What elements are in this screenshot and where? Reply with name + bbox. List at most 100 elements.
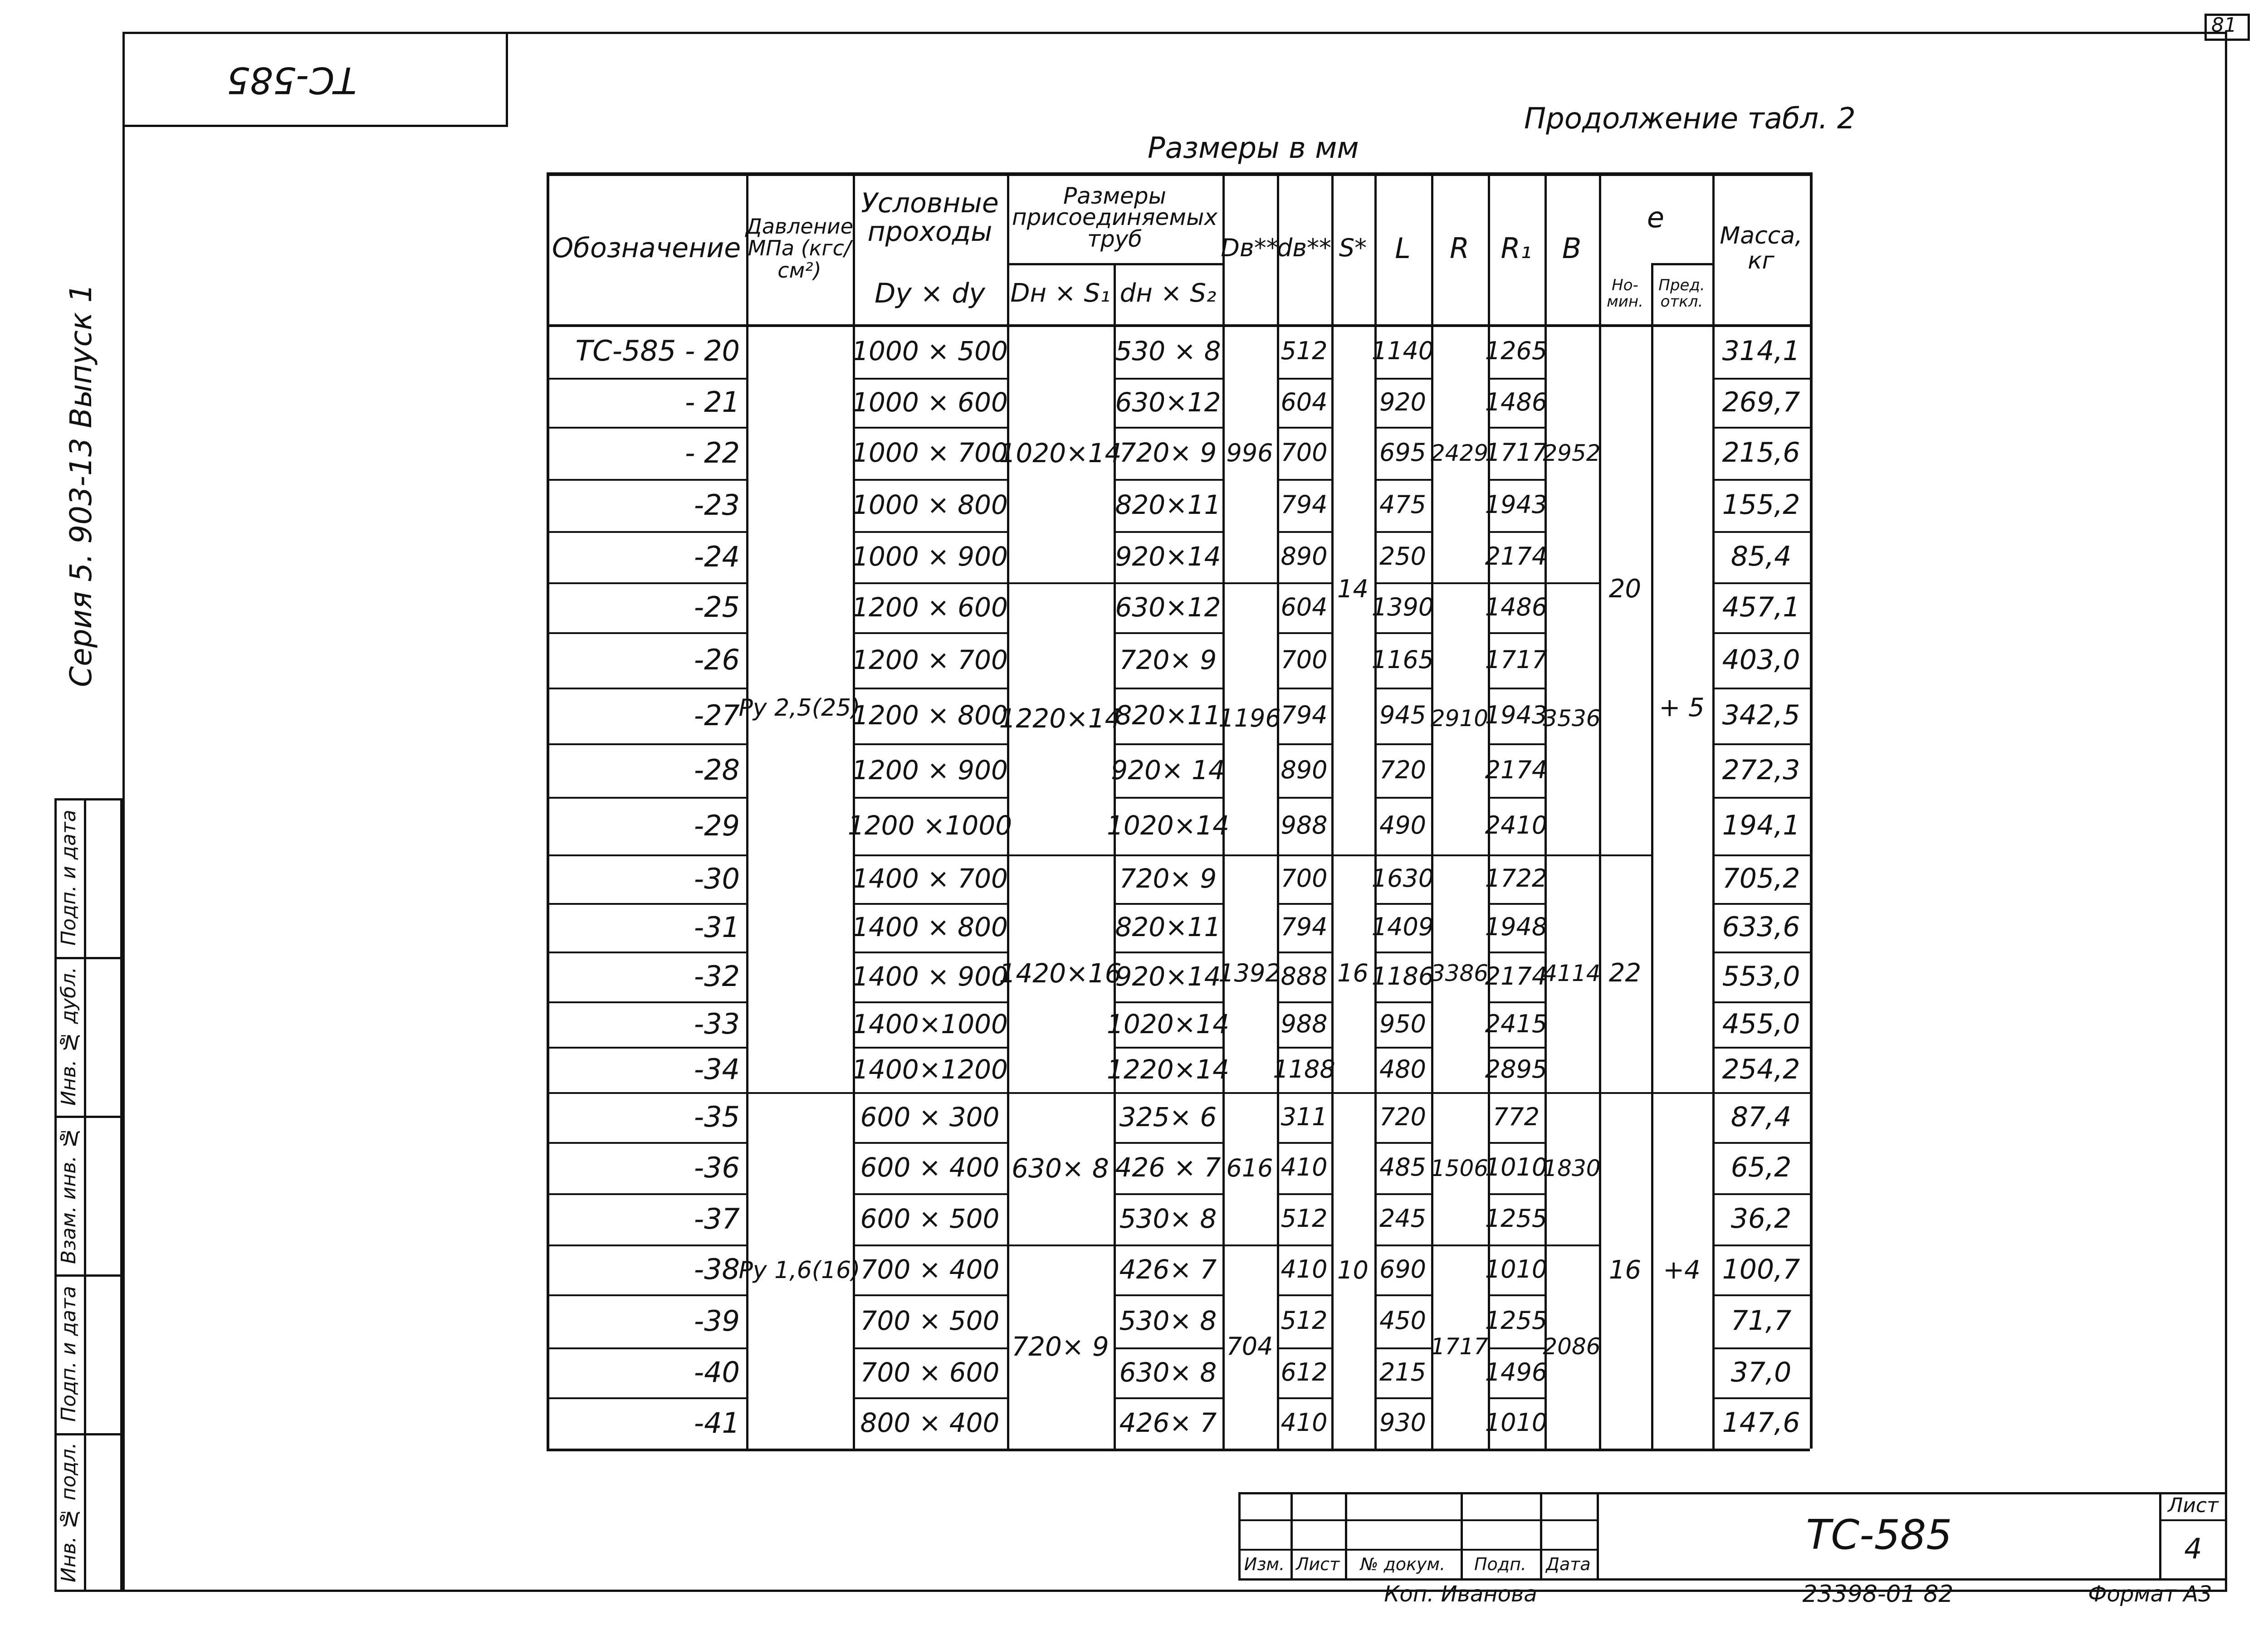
row-l: 250 xyxy=(1379,542,1427,571)
group-r: 1506 xyxy=(1430,1155,1489,1181)
row-rule xyxy=(853,632,1007,634)
row-dv-inner: 700 xyxy=(1281,438,1328,467)
sheet-number: 81 xyxy=(2211,14,2237,37)
row-rule xyxy=(1277,854,1331,856)
row-rule xyxy=(1488,632,1545,634)
row-rule xyxy=(547,903,746,905)
row-rule xyxy=(1277,903,1331,905)
row-nominal-bore: 600 × 300 xyxy=(860,1101,1000,1132)
group-b: 2086 xyxy=(1543,1333,1601,1360)
row-designation: -28 xyxy=(694,753,740,787)
group-r: 3386 xyxy=(1430,960,1489,986)
group-rule xyxy=(1431,854,1488,856)
row-rule xyxy=(547,427,746,429)
row-rule xyxy=(1374,427,1431,429)
row-nominal-bore: 1400×1200 xyxy=(852,1054,1008,1085)
row-rule xyxy=(1374,952,1431,953)
row-designation: -29 xyxy=(694,809,740,842)
row-rule xyxy=(1114,1397,1222,1399)
row-rule xyxy=(1374,1142,1431,1144)
row-mass: 633,6 xyxy=(1722,911,1800,943)
row-rule xyxy=(547,582,746,584)
row-rule xyxy=(547,378,746,380)
row-l: 950 xyxy=(1379,1009,1427,1038)
row-rule xyxy=(1712,743,1810,745)
row-rule xyxy=(1114,531,1222,533)
group-rule xyxy=(1331,1092,1374,1094)
row-rule xyxy=(1114,743,1222,745)
row-rule xyxy=(1374,903,1431,905)
row-nominal-bore: 1200 × 600 xyxy=(852,591,1008,623)
row-l: 215 xyxy=(1379,1357,1427,1386)
header-e-nom: Но-мин. xyxy=(1607,276,1643,311)
row-rule xyxy=(1114,427,1222,429)
row-l: 1186 xyxy=(1371,961,1434,991)
row-branch-pipe: 920× 14 xyxy=(1111,754,1225,786)
row-r1: 1010 xyxy=(1485,1153,1548,1182)
column-rule xyxy=(1651,172,1653,1449)
row-rule xyxy=(1488,903,1545,905)
row-rule xyxy=(1488,1001,1545,1003)
row-mass: 37,0 xyxy=(1730,1356,1792,1388)
row-rule xyxy=(1488,582,1545,584)
row-rule xyxy=(853,1193,1007,1195)
row-dv-inner: 612 xyxy=(1281,1357,1328,1386)
row-rule xyxy=(1277,1142,1331,1144)
title-block-label: Дата xyxy=(1546,1554,1591,1575)
header-mask xyxy=(1114,176,1116,263)
row-l: 475 xyxy=(1379,490,1427,519)
row-r1: 1486 xyxy=(1485,387,1548,416)
row-l: 1630 xyxy=(1371,864,1434,893)
row-rule xyxy=(1114,632,1222,634)
row-r1: 2174 xyxy=(1485,961,1548,991)
group-s: 16 xyxy=(1337,958,1369,987)
row-dv-inner: 794 xyxy=(1281,701,1328,730)
copied-by: Коп. Иванова xyxy=(1384,1581,1537,1607)
header-dv-inner: dв** xyxy=(1276,234,1332,263)
row-rule xyxy=(1114,479,1222,481)
row-rule xyxy=(1488,1294,1545,1296)
group-dv-outer: 1392 xyxy=(1218,958,1281,987)
row-rule xyxy=(1712,1193,1810,1195)
row-branch-pipe: 325× 6 xyxy=(1119,1101,1217,1132)
row-nominal-bore: 1200 × 700 xyxy=(852,644,1008,675)
row-rule xyxy=(1114,1047,1222,1049)
group-rule xyxy=(1431,582,1488,584)
group-rule xyxy=(1007,1092,1114,1094)
inventory-number: 23398-01 82 xyxy=(1802,1580,1954,1608)
title-block-doc-code: ТС-585 xyxy=(1806,1511,1952,1559)
header-mask xyxy=(1651,176,1653,263)
row-designation: -27 xyxy=(694,698,740,732)
row-designation: -23 xyxy=(694,488,740,522)
row-dv-inner: 512 xyxy=(1281,1306,1328,1335)
row-rule xyxy=(853,1142,1007,1144)
row-nominal-bore: 1200 ×1000 xyxy=(847,810,1012,841)
row-rule xyxy=(1374,854,1431,856)
row-designation: -37 xyxy=(694,1202,740,1235)
group-rule xyxy=(1007,582,1114,584)
row-rule xyxy=(547,1193,746,1195)
side-stamp-cell: Подп. и дата xyxy=(57,810,80,946)
table-left-border xyxy=(547,172,549,1449)
row-r1: 1486 xyxy=(1485,592,1548,621)
row-nominal-bore: 800 × 400 xyxy=(860,1407,1000,1439)
table-top-border xyxy=(547,172,1810,176)
row-branch-pipe: 426× 7 xyxy=(1119,1407,1217,1439)
row-l: 720 xyxy=(1379,755,1427,784)
group-rule xyxy=(1222,1244,1277,1246)
row-rule xyxy=(1374,582,1431,584)
row-nominal-bore: 1200 × 900 xyxy=(852,754,1008,786)
row-r1: 1717 xyxy=(1485,645,1548,674)
row-rule xyxy=(853,427,1007,429)
row-dv-inner: 988 xyxy=(1281,811,1328,840)
row-rule xyxy=(547,952,746,953)
row-rule xyxy=(853,688,1007,689)
row-rule xyxy=(853,854,1007,856)
row-mass: 215,6 xyxy=(1722,437,1800,469)
row-l: 450 xyxy=(1379,1306,1427,1335)
row-rule xyxy=(1374,1244,1431,1246)
row-rule xyxy=(1114,1294,1222,1296)
row-mass: 155,2 xyxy=(1722,489,1800,521)
table-caption: Продолжение табл. 2 xyxy=(1524,102,1856,136)
row-rule xyxy=(1488,1142,1545,1144)
